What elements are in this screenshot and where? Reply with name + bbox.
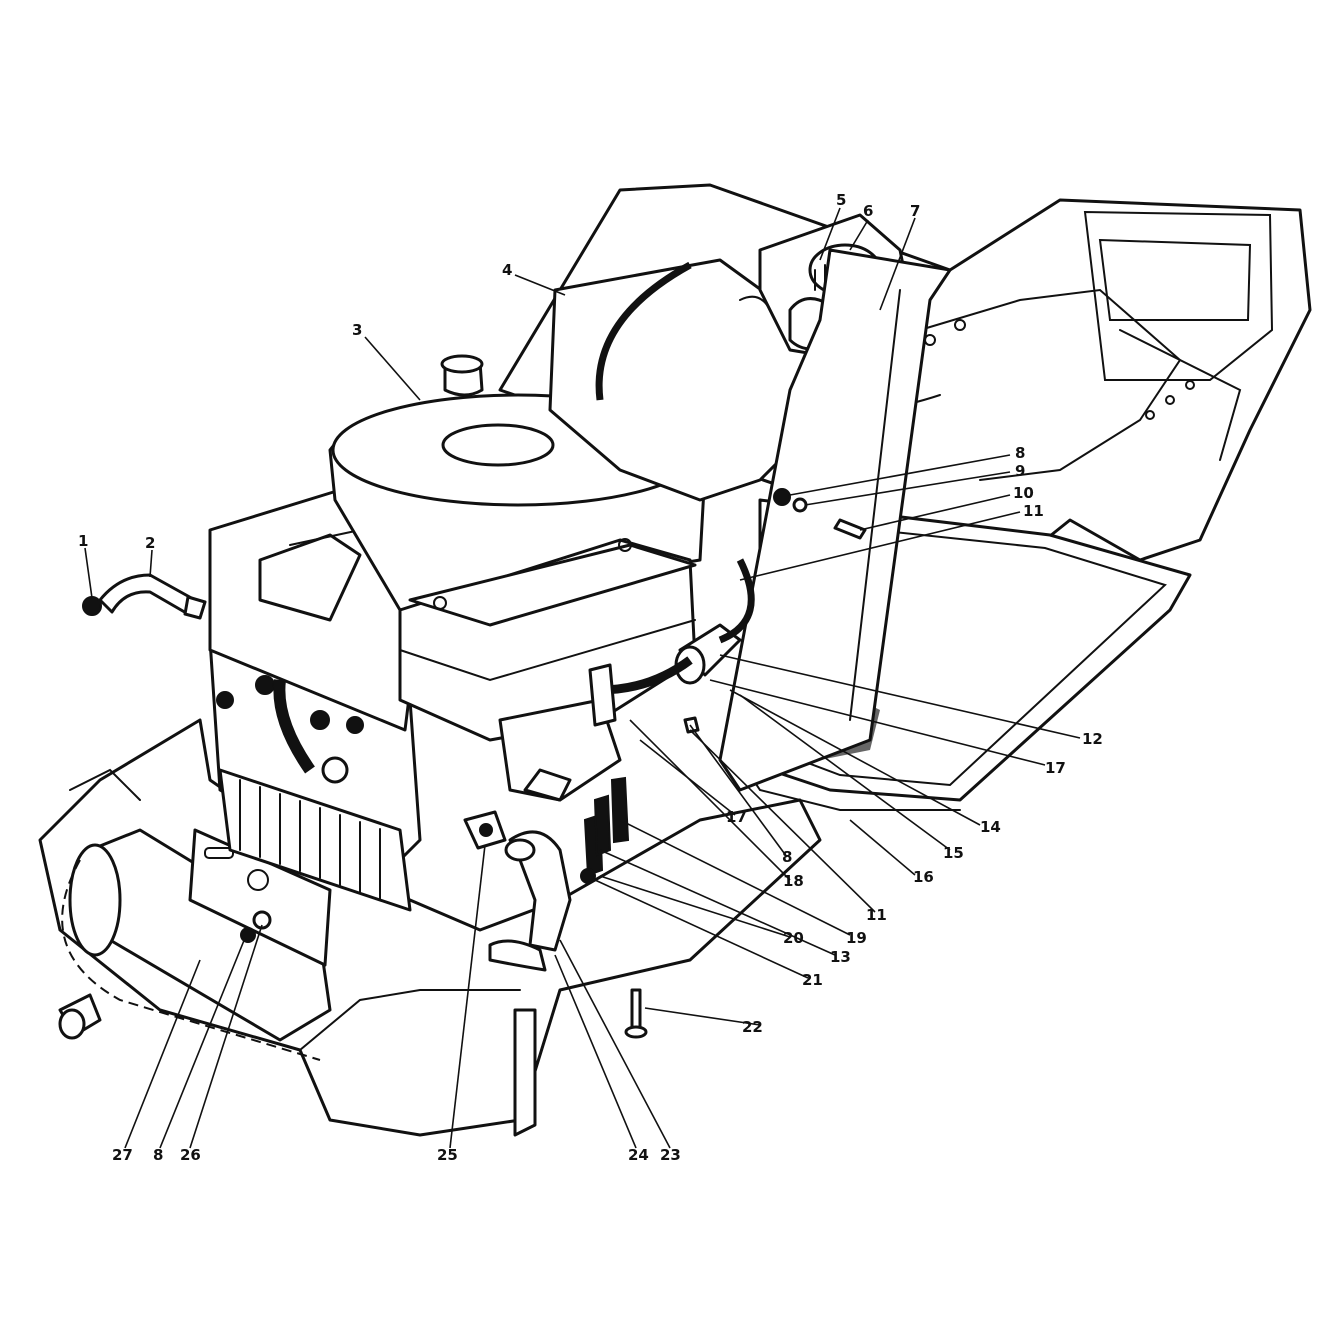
- callout-18: 18: [783, 872, 804, 890]
- nut-21: [580, 868, 596, 884]
- nut-8-lower: [240, 927, 256, 943]
- callout-21: 21: [802, 971, 823, 989]
- fuel-line-upper: [718, 558, 755, 644]
- fuel-filter: [599, 558, 755, 695]
- callout-8-upper: 8: [1015, 444, 1025, 462]
- callout-10: 10: [1013, 484, 1034, 502]
- callout-27: 27: [112, 1146, 133, 1164]
- callout-11-upper: 11: [1023, 502, 1044, 520]
- callout-6: 6: [863, 202, 873, 220]
- callout-2: 2: [145, 534, 155, 552]
- support-bracket: [718, 248, 952, 792]
- callout-26: 26: [180, 1146, 201, 1164]
- callout-14: 14: [980, 818, 1001, 836]
- callout-5: 5: [836, 191, 846, 209]
- callout-25: 25: [437, 1146, 458, 1164]
- base-bracket: [513, 1008, 537, 1137]
- callout-23: 23: [660, 1146, 681, 1164]
- pushrods: [583, 776, 630, 877]
- callout-4: 4: [502, 261, 512, 279]
- callout-9: 9: [1015, 462, 1025, 480]
- muffler-bracket: [188, 828, 332, 967]
- exhaust-elbow: [488, 830, 572, 972]
- callout-7: 7: [910, 202, 920, 220]
- callout-1: 1: [78, 532, 88, 550]
- gasket: [463, 810, 507, 850]
- callout-12: 12: [1082, 730, 1103, 748]
- cooling-fins: [239, 779, 381, 900]
- callout-16: 16: [913, 868, 934, 886]
- callout-22: 22: [742, 1018, 763, 1036]
- bolt-11-upper: [833, 518, 867, 540]
- muffler: [58, 828, 332, 1061]
- callout-17-right: 17: [1045, 759, 1066, 777]
- callout-8-lower: 8: [153, 1146, 163, 1164]
- bolt-22: [630, 988, 642, 1032]
- callout-24: 24: [628, 1146, 649, 1164]
- callout-11-lower: 11: [866, 906, 887, 924]
- nut-8-upper: [773, 488, 791, 506]
- callout-8-mid: 8: [782, 848, 792, 866]
- callout-3: 3: [352, 321, 362, 339]
- callout-13: 13: [830, 948, 851, 966]
- callout-17-left: 17: [726, 808, 747, 826]
- washer-9: [792, 497, 808, 513]
- spark-plug-lead: [273, 679, 315, 774]
- callout-19: 19: [846, 929, 867, 947]
- leader-lines: [84, 207, 1081, 1149]
- bolt-11-lower: [683, 716, 700, 734]
- callouts: 1 2 3 4 5 6 7 8 9 10 11 12 17 14 15 16 1…: [78, 191, 1103, 1164]
- breather-hose: [82, 573, 207, 620]
- callout-15: 15: [943, 844, 964, 862]
- washer-26: [252, 910, 272, 930]
- fuel-tank-strap: [595, 261, 692, 401]
- carburetor: [498, 663, 622, 802]
- callout-20: 20: [783, 929, 804, 947]
